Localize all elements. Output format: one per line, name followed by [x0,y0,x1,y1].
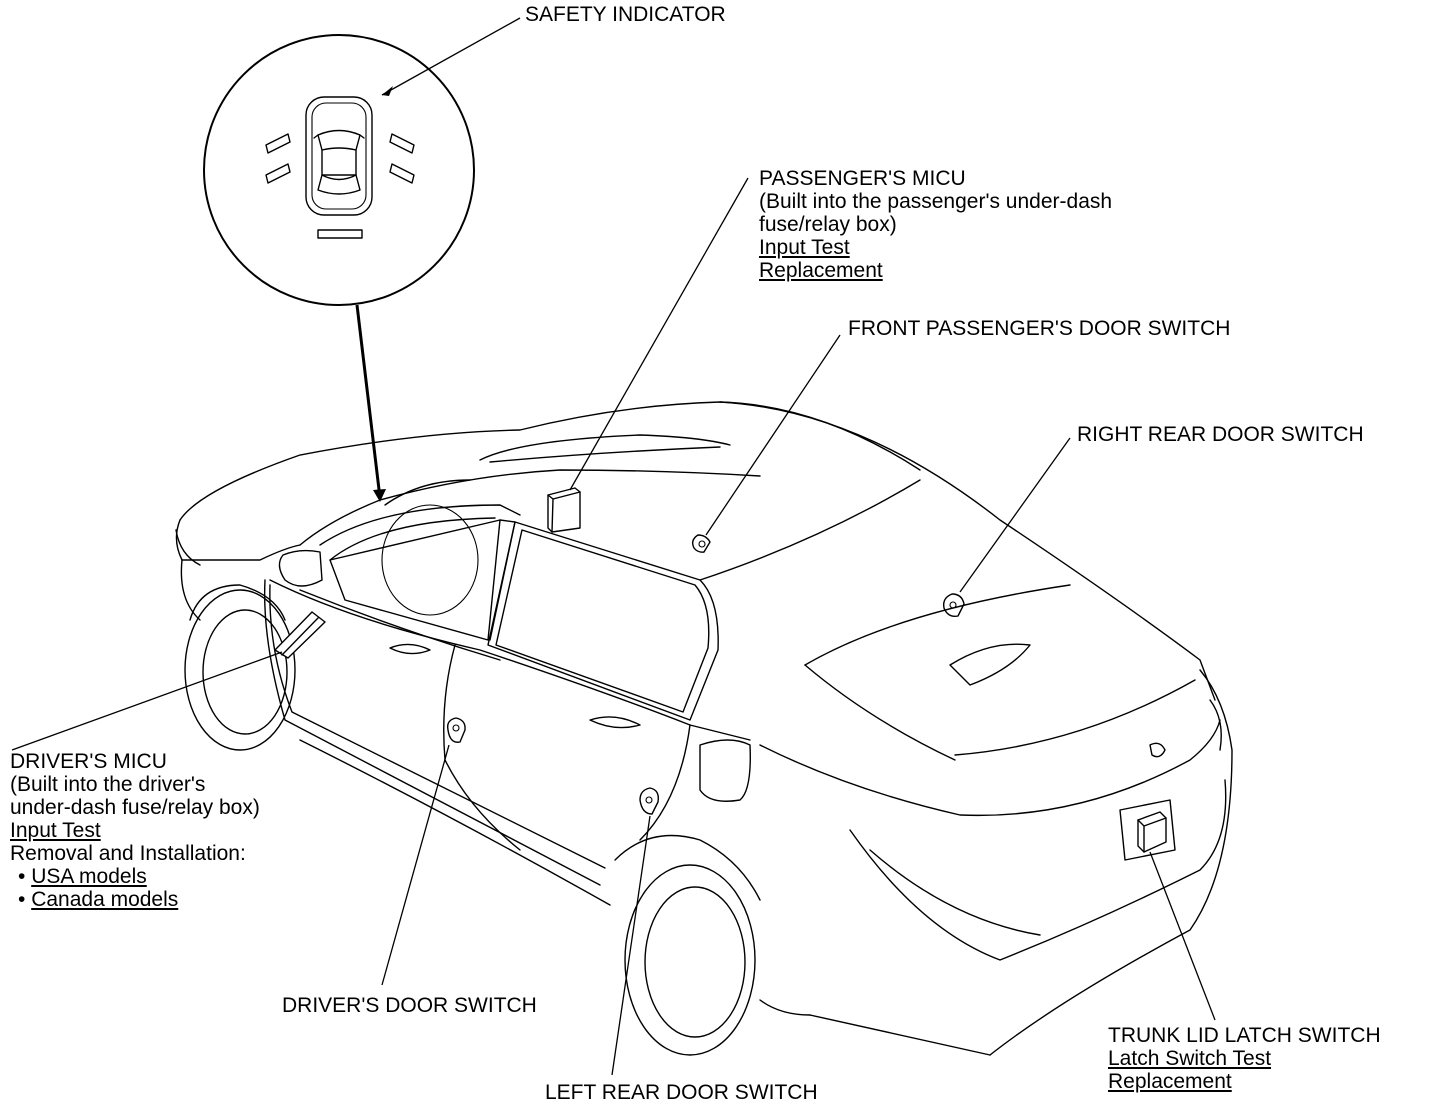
safety-indicator-title: SAFETY INDICATOR [525,3,726,26]
left-rear-door-switch-icon [639,787,660,815]
right-rear-door-switch-title: RIGHT REAR DOOR SWITCH [1077,423,1364,446]
left-rear-door-switch-label: LEFT REAR DOOR SWITCH [545,1081,818,1104]
drivers-micu-box-icon [274,611,326,659]
drivers-micu-desc-2: under-dash fuse/relay box) [10,796,260,819]
trunk-lid-latch-switch-icon [1137,811,1167,853]
drivers-door-switch-icon [446,717,466,743]
right-rear-door-switch-label: RIGHT REAR DOOR SWITCH [1077,423,1364,446]
safety-indicator-label: SAFETY INDICATOR [525,3,726,26]
passengers-micu-input-test-link[interactable]: Input Test [759,236,850,259]
drivers-door-switch-title: DRIVER'S DOOR SWITCH [282,994,537,1017]
drivers-micu-input-test-link[interactable]: Input Test [10,819,101,842]
passengers-micu-title: PASSENGER'S MICU [759,167,966,190]
trunk-replacement-link[interactable]: Replacement [1108,1070,1232,1093]
passengers-micu-desc-1: (Built into the passenger's under-dash [759,190,1113,213]
right-rear-door-switch-icon [942,593,965,618]
drivers-micu-label: DRIVER'S MICU (Built into the driver's u… [10,750,260,911]
drivers-micu-usa-link[interactable]: USA models [31,865,147,888]
leader-lines [11,17,1216,1076]
passengers-micu-box-icon [547,487,581,533]
drivers-door-switch-label: DRIVER'S DOOR SWITCH [282,994,537,1017]
passengers-micu-desc-2: fuse/relay box) [759,213,897,236]
drivers-micu-canada-item: Canada models [10,888,260,911]
front-passengers-door-switch-title: FRONT PASSENGER'S DOOR SWITCH [848,317,1231,340]
trunk-lid-latch-switch-title: TRUNK LID LATCH SWITCH [1108,1024,1381,1047]
front-passengers-door-switch-label: FRONT PASSENGER'S DOOR SWITCH [848,317,1230,340]
front-passenger-door-switch-icon [691,534,711,553]
drivers-micu-removal-installation: Removal and Installation: [10,842,246,865]
drivers-micu-desc-1: (Built into the driver's [10,773,206,796]
trunk-latch-switch-test-link[interactable]: Latch Switch Test [1108,1047,1272,1070]
trunk-lid-latch-switch-label: TRUNK LID LATCH SWITCH Latch Switch Test… [1108,1024,1381,1093]
left-rear-door-switch-title: LEFT REAR DOOR SWITCH [545,1081,818,1104]
safety-indicator-detail-icon [203,34,475,306]
drivers-micu-canada-link[interactable]: Canada models [31,888,179,911]
passengers-micu-replacement-link[interactable]: Replacement [759,259,883,282]
drivers-micu-title: DRIVER'S MICU [10,750,167,773]
passengers-micu-label: PASSENGER'S MICU (Built into the passeng… [759,167,1112,282]
car-outline-illustration [175,401,1233,1056]
drivers-micu-usa-item: USA models [10,865,260,888]
